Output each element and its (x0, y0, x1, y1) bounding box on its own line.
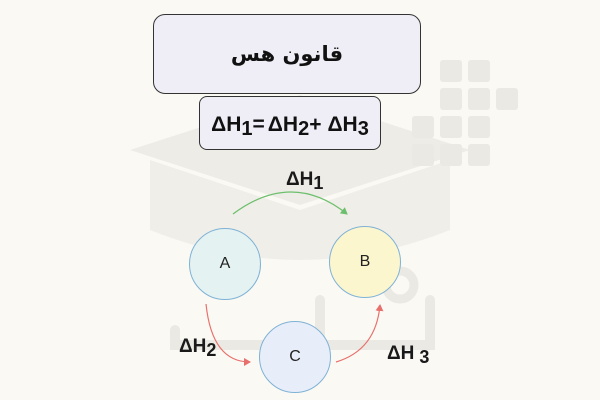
node-b: B (329, 226, 401, 298)
node-a: A (189, 228, 261, 300)
node-c-label: C (289, 348, 301, 365)
edge-h3-arrow (335, 304, 384, 363)
node-a-label: A (219, 255, 231, 272)
edge-h1-label: ΔH1 (286, 169, 324, 193)
formula-equals: = (252, 113, 265, 136)
node-b-label: B (359, 253, 371, 270)
formula-box: ΔH1 = ΔH2 + ΔH3 (199, 96, 381, 150)
edge-h2-arrow (205, 303, 251, 366)
formula-term-3: ΔH3 (327, 113, 369, 140)
formula-plus: + (309, 113, 322, 136)
edge-h1-arrow (232, 191, 348, 215)
formula-term-2: ΔH2 (267, 113, 310, 140)
page-title: قانون هس (230, 42, 344, 66)
edge-h2-label: ΔH2 (179, 336, 217, 360)
formula-term-1: ΔH1 (211, 113, 253, 140)
node-c: C (259, 321, 331, 393)
title-box: قانون هس (153, 14, 421, 94)
